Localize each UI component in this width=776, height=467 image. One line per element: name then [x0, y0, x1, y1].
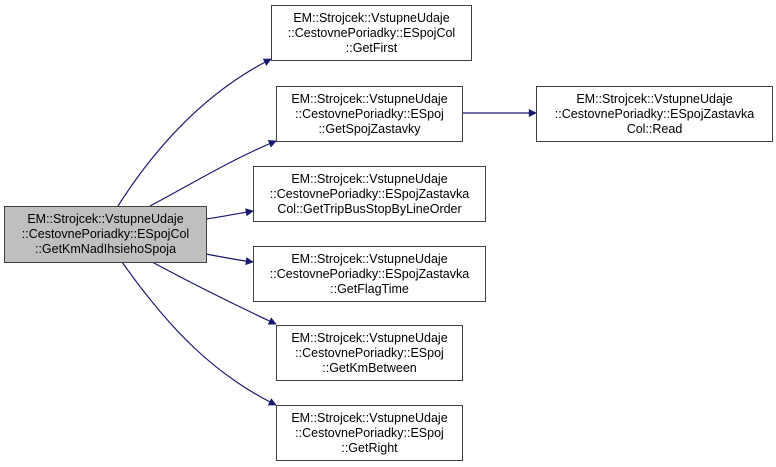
- node-label-line: ::GetKmNadIhsiehoSpoja: [34, 242, 177, 256]
- node-label-line: Col::GetTripBusStopByLineOrder: [277, 201, 462, 216]
- node-label-line: ::GetFirst: [345, 40, 398, 55]
- node-root-getkmnadihsiehospoja[interactable]: EM::Strojcek::VstupneUdaje ::CestovnePor…: [4, 206, 207, 263]
- node-read[interactable]: EM::Strojcek::VstupneUdaje ::CestovnePor…: [536, 86, 773, 142]
- node-label-line: ::GetKmBetween: [322, 360, 417, 375]
- edge-root-to-getfirst: [117, 58, 272, 207]
- node-label-line: ::GetRight: [341, 440, 398, 455]
- node-label-line: ::CestovnePoriadky::ESpojZastavka: [269, 186, 470, 201]
- node-getspojzastavky[interactable]: EM::Strojcek::VstupneUdaje ::CestovnePor…: [276, 86, 463, 142]
- node-label-line: EM::Strojcek::VstupneUdaje: [291, 171, 448, 186]
- node-label-line: EM::Strojcek::VstupneUdaje: [291, 330, 448, 345]
- node-gettripbusstopbylineorder[interactable]: EM::Strojcek::VstupneUdaje ::CestovnePor…: [253, 166, 486, 222]
- node-getflagtime[interactable]: EM::Strojcek::VstupneUdaje ::CestovnePor…: [253, 246, 486, 302]
- node-label-line: Col::Read: [626, 121, 683, 136]
- node-label-line: ::GetFlagTime: [330, 281, 409, 296]
- node-getkmbetween[interactable]: EM::Strojcek::VstupneUdaje ::CestovnePor…: [276, 325, 463, 381]
- node-getfirst[interactable]: EM::Strojcek::VstupneUdaje ::CestovnePor…: [271, 5, 472, 61]
- edge-root-to-getspojzastavky: [149, 140, 277, 207]
- edge-root-to-getkmbetween: [151, 261, 277, 325]
- node-label-line: ::CestovnePoriadky::ESpojCol: [21, 227, 190, 241]
- edge-root-to-getright: [121, 261, 277, 406]
- node-getright[interactable]: EM::Strojcek::VstupneUdaje ::CestovnePor…: [276, 405, 463, 461]
- node-label-line: ::CestovnePoriadky::ESpoj: [295, 106, 444, 121]
- node-label-line: ::CestovnePoriadky::ESpojCol: [287, 25, 456, 40]
- node-label-line: EM::Strojcek::VstupneUdaje: [291, 251, 448, 266]
- node-label-line: ::GetSpojZastavky: [318, 121, 421, 136]
- edge-root-to-gettripbusstop: [205, 208, 254, 220]
- edge-root-to-getflagtime: [205, 253, 254, 266]
- node-label-line: EM::Strojcek::VstupneUdaje: [576, 91, 733, 106]
- node-label-line: EM::Strojcek::VstupneUdaje: [27, 212, 184, 226]
- node-label-line: ::CestovnePoriadky::ESpojZastavka: [269, 266, 470, 281]
- node-label-line: ::CestovnePoriadky::ESpoj: [295, 345, 444, 360]
- node-label-line: EM::Strojcek::VstupneUdaje: [291, 410, 448, 425]
- node-label-line: EM::Strojcek::VstupneUdaje: [291, 91, 448, 106]
- node-label-line: EM::Strojcek::VstupneUdaje: [293, 10, 450, 25]
- node-label-line: ::CestovnePoriadky::ESpoj: [295, 425, 444, 440]
- node-label-line: ::CestovnePoriadky::ESpojZastavka: [554, 106, 755, 121]
